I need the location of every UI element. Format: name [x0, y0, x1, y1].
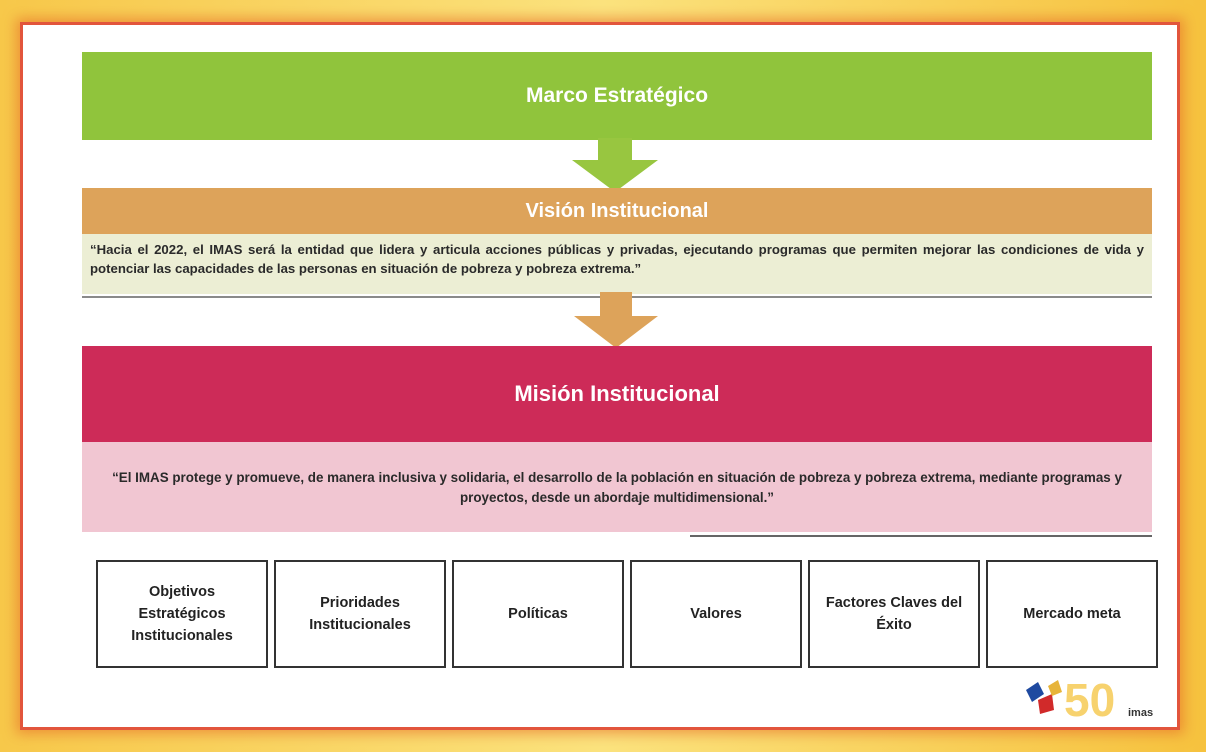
divider-line	[690, 535, 1152, 537]
vision-text: “Hacia el 2022, el IMAS será la entidad …	[90, 242, 1144, 276]
box-label: Mercado meta	[1023, 606, 1121, 622]
box-prioridades: Prioridades Institucionales	[274, 560, 446, 668]
vision-institucional-title: Visión Institucional	[525, 199, 709, 222]
down-arrow-1	[572, 138, 658, 192]
mision-statement: “El IMAS protege y promueve, de manera i…	[82, 442, 1152, 532]
vision-statement: “Hacia el 2022, el IMAS será la entidad …	[82, 234, 1152, 294]
marco-estrategico-header: Marco Estratégico	[82, 52, 1152, 140]
mision-institucional-title: Misión Institucional	[514, 381, 720, 406]
logo-name: imas	[1128, 707, 1153, 719]
down-arrow-2	[574, 292, 658, 348]
box-politicas: Políticas	[452, 560, 624, 668]
box-mercado-meta: Mercado meta	[986, 560, 1158, 668]
vision-institucional-header: Visión Institucional	[82, 188, 1152, 234]
box-valores: Valores	[630, 560, 802, 668]
box-objetivos: Objetivos Estratégicos Institucionales	[96, 560, 268, 668]
box-label: Objetivos Estratégicos Institucionales	[131, 584, 233, 644]
mision-institucional-header: Misión Institucional	[82, 346, 1152, 442]
box-label: Factores Claves del Éxito	[825, 595, 963, 633]
mision-text: “El IMAS protege y promueve, de manera i…	[112, 470, 1122, 505]
box-label: Valores	[690, 606, 742, 622]
logo-number: 50	[1064, 674, 1115, 724]
box-label: Políticas	[508, 606, 568, 622]
imas-50-logo: 50 imas	[1026, 674, 1153, 724]
strategic-components-row: Objetivos Estratégicos Institucionales P…	[96, 560, 1158, 670]
box-factores: Factores Claves del Éxito	[808, 560, 980, 668]
box-label: Prioridades Institucionales	[309, 595, 411, 633]
marco-estrategico-title: Marco Estratégico	[525, 84, 709, 107]
